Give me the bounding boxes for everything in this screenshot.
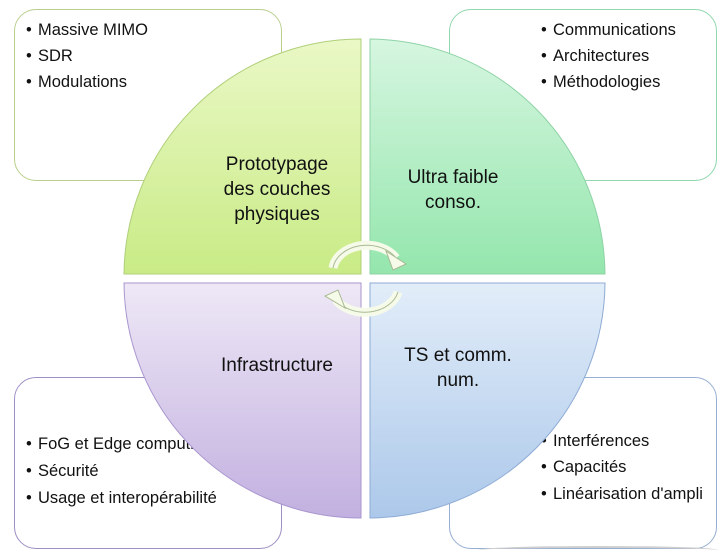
quadrant-label-top-left: Prototypage des couches physiques (223, 154, 331, 225)
bullet-item: Communications (541, 17, 676, 43)
quadrant-top-right (369, 38, 606, 275)
bullet-item: Méthodologies (541, 69, 676, 95)
bullet-item: Massive MIMO (26, 17, 148, 43)
bullet-item: Modulations (26, 69, 148, 95)
quadrant-bottom-right (369, 282, 606, 519)
top-right-bullet-list: Communications Architectures Méthodologi… (541, 17, 676, 95)
bullet-item: Sécurité (26, 458, 226, 484)
bullet-item: Linéarisation d'ampli (541, 483, 711, 505)
quadrant-bottom-left (123, 282, 362, 519)
bullet-item: Usage et interopérabilité (26, 487, 226, 509)
bottom-right-bullet-list: Interférences Capacités Linéarisation d'… (541, 428, 711, 508)
decorative-shadow-line (478, 546, 718, 554)
bullet-item: Interférences (541, 428, 711, 454)
quadrant-label-bottom-left: Infrastructure (221, 355, 333, 376)
bullet-item: Capacités (541, 454, 711, 480)
quadrant-label-bottom-right: TS et comm. num. (404, 345, 512, 391)
top-left-bullet-list: Massive MIMO SDR Modulations (26, 17, 148, 95)
bottom-left-bullet-list: FoG et Edge computing Sécurité Usage et … (26, 430, 226, 512)
bullet-item: FoG et Edge computing (26, 433, 226, 455)
cycle-arrows-icon (323, 240, 408, 317)
quadrant-top-left (123, 38, 362, 275)
bullet-item: Architectures (541, 43, 676, 69)
bullet-item: SDR (26, 43, 148, 69)
quadrant-label-top-right: Ultra faible conso. (407, 167, 499, 213)
